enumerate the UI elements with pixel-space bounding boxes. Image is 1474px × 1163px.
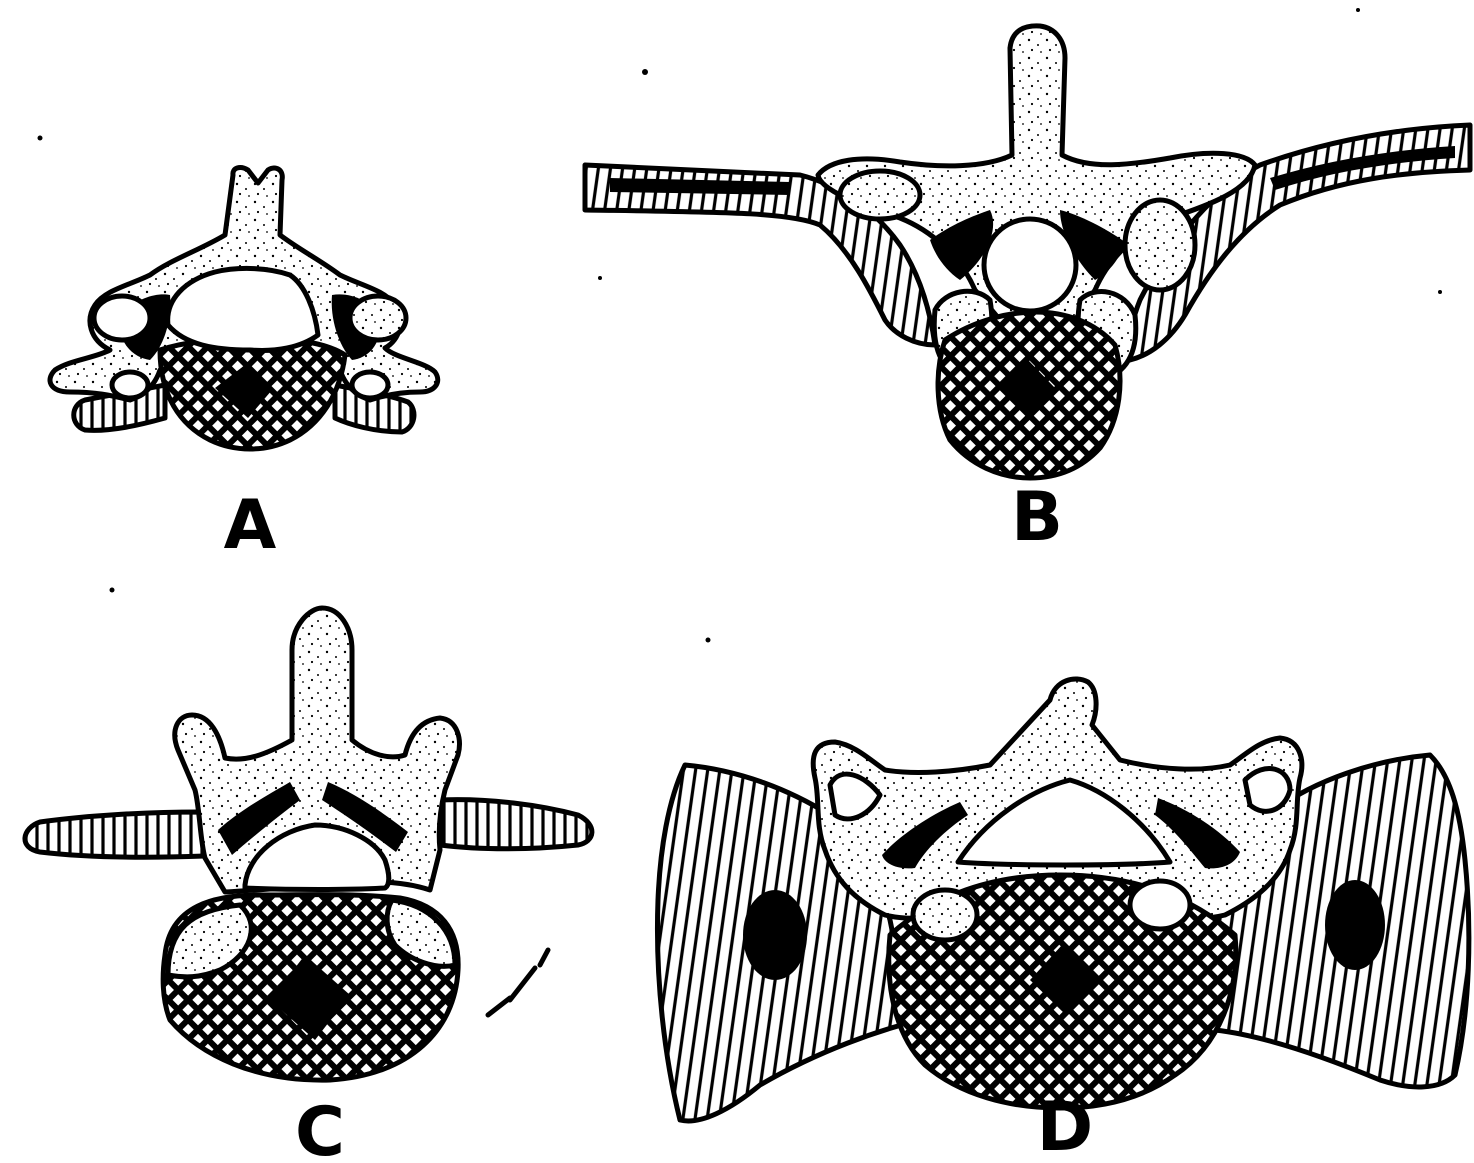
panel-label-b: B	[1011, 478, 1063, 557]
vertebra-b	[585, 26, 1470, 478]
panel-label-d: D	[1037, 1088, 1093, 1163]
costal-facet-b-right	[1125, 200, 1195, 290]
body-facet-d-left	[913, 890, 977, 940]
body-facet-d-right	[1130, 881, 1190, 929]
vertebral-foramen-a	[168, 268, 318, 350]
tubercle-a-left	[112, 372, 148, 398]
vertebra-a	[50, 168, 438, 449]
costal-facet-b-left	[840, 171, 920, 219]
tubercle-a-right	[352, 372, 388, 398]
transverse-process-c-right	[440, 800, 592, 849]
facet-a-right	[350, 296, 406, 340]
panel-label-a: A	[224, 486, 277, 565]
vertebra-d	[657, 679, 1468, 1121]
pen-mark-c	[488, 950, 548, 1015]
transverse-process-c-left	[25, 812, 205, 857]
foramen-d-right	[1325, 880, 1385, 970]
panel-label-c: C	[295, 1093, 345, 1163]
facet-a-left	[94, 296, 150, 340]
vertebral-foramen-b	[984, 219, 1076, 311]
vertebra-c	[25, 608, 592, 1080]
facet-d-right	[1245, 769, 1290, 812]
foramen-d-left	[743, 890, 807, 980]
